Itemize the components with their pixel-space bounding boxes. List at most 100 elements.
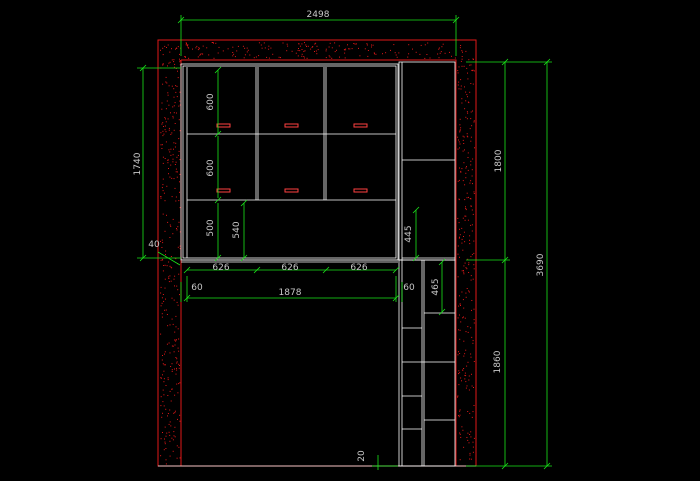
hatch-dot: [467, 136, 469, 138]
hatch-dot: [312, 46, 314, 47]
dim-side-lower: 465: [431, 278, 441, 295]
hatch-dot: [171, 363, 173, 365]
hatch-dot: [176, 285, 178, 287]
hatch-dot: [468, 442, 470, 444]
hatch-dot: [160, 438, 162, 440]
dim-total-height: 3690: [536, 253, 546, 276]
hatch-dot: [174, 426, 176, 428]
hatch-dot: [244, 54, 246, 56]
hatch-dot: [457, 217, 459, 219]
dim-row1: 600: [206, 93, 216, 110]
hatch-dot: [473, 405, 475, 406]
hatch-dot: [175, 357, 177, 358]
hatch-dot: [162, 190, 164, 192]
hatch-dot: [178, 138, 180, 140]
hatch-dot: [449, 51, 450, 53]
hatch-dot: [457, 72, 459, 74]
hatch-dot: [460, 321, 462, 323]
hatch-dot: [464, 374, 466, 376]
hatch-dot: [179, 91, 181, 93]
hatch-dot: [466, 135, 468, 137]
hatch-dot: [258, 55, 260, 57]
hatch-dot: [163, 378, 165, 380]
hatch-dot: [462, 429, 464, 431]
dimension-lines: [137, 15, 552, 470]
hatch-dot: [178, 363, 180, 365]
dim-side-upper: 445: [404, 225, 414, 242]
hatch-dot: [171, 318, 173, 320]
hatch-dot: [185, 56, 186, 58]
hatch-dot: [470, 206, 472, 207]
hatch-dot: [316, 53, 318, 55]
hatch-dot: [162, 83, 164, 85]
hatch-dot: [429, 57, 431, 59]
hatch-dot: [173, 412, 175, 414]
hatch-dot: [315, 50, 317, 52]
hatch-dot: [317, 49, 319, 51]
hatch-dot: [169, 265, 171, 267]
hatch-dot: [232, 52, 234, 53]
hatch-dot: [470, 64, 472, 66]
hatch-dot: [466, 288, 468, 289]
hatch-dot: [470, 275, 472, 277]
hatch-dot: [458, 351, 459, 353]
hatch-dot: [472, 340, 474, 342]
hatch-dot: [177, 304, 179, 306]
dim-total-width: 2498: [307, 10, 330, 20]
hatch-dot: [461, 98, 463, 100]
hatch-dot: [164, 200, 166, 202]
hatch-dot: [163, 405, 165, 407]
hatch-dot: [163, 133, 165, 135]
hatch-dot: [178, 273, 180, 275]
hatch-dot: [367, 55, 369, 57]
hatch-dot: [408, 53, 410, 55]
hatch-dot: [469, 128, 471, 130]
dim-inner-width: 1878: [279, 288, 302, 298]
hatch-dot: [167, 159, 169, 161]
hatch-dot: [470, 118, 472, 120]
hatch-dot: [179, 53, 180, 55]
hatch-dot: [179, 248, 181, 250]
hatch-dot: [457, 245, 459, 247]
dim-row2: 600: [206, 159, 216, 176]
hatch-dot: [441, 46, 443, 48]
hatch-dot: [163, 300, 165, 302]
hatch-dot: [351, 48, 353, 50]
hatch-dot: [424, 44, 426, 46]
hatch-dot: [179, 58, 180, 60]
hatch-dot: [163, 370, 165, 372]
hatch-dot: [172, 233, 174, 235]
hatch-dot: [349, 48, 351, 50]
hatch-dot: [168, 278, 170, 279]
hatch-dot: [172, 115, 174, 117]
hatch-dot: [162, 135, 164, 137]
hatch-dot: [334, 51, 336, 53]
hatch-dot: [459, 129, 461, 131]
dim-lower-height: 1860: [493, 350, 503, 373]
hatch-dot: [470, 224, 472, 226]
hatch-dot: [175, 339, 177, 341]
hatch-dot: [174, 187, 176, 189]
hatch-dot: [162, 412, 163, 414]
hatch-dot: [167, 65, 168, 67]
hatch-dot: [461, 380, 462, 382]
hatch-dot: [173, 129, 175, 131]
hatch-dot: [471, 169, 473, 171]
hatch-dot: [465, 116, 467, 118]
hatch-dot: [460, 170, 462, 172]
hatch-dot: [168, 281, 170, 283]
hatch-dot: [467, 169, 469, 171]
hatch-dot: [440, 51, 442, 53]
hatch-dot: [454, 57, 456, 59]
hatch-dot: [160, 377, 162, 379]
hatch-dot: [198, 48, 200, 50]
handle: [216, 123, 231, 128]
hatch-dot: [472, 441, 474, 443]
hatch-dot: [179, 382, 181, 384]
hatch-dot: [462, 180, 464, 182]
hatch-dot: [196, 45, 198, 47]
hatch-dot: [466, 67, 468, 69]
hatch-dot: [171, 371, 173, 372]
hatch-dot: [473, 322, 475, 324]
hatch-dot: [460, 45, 462, 46]
